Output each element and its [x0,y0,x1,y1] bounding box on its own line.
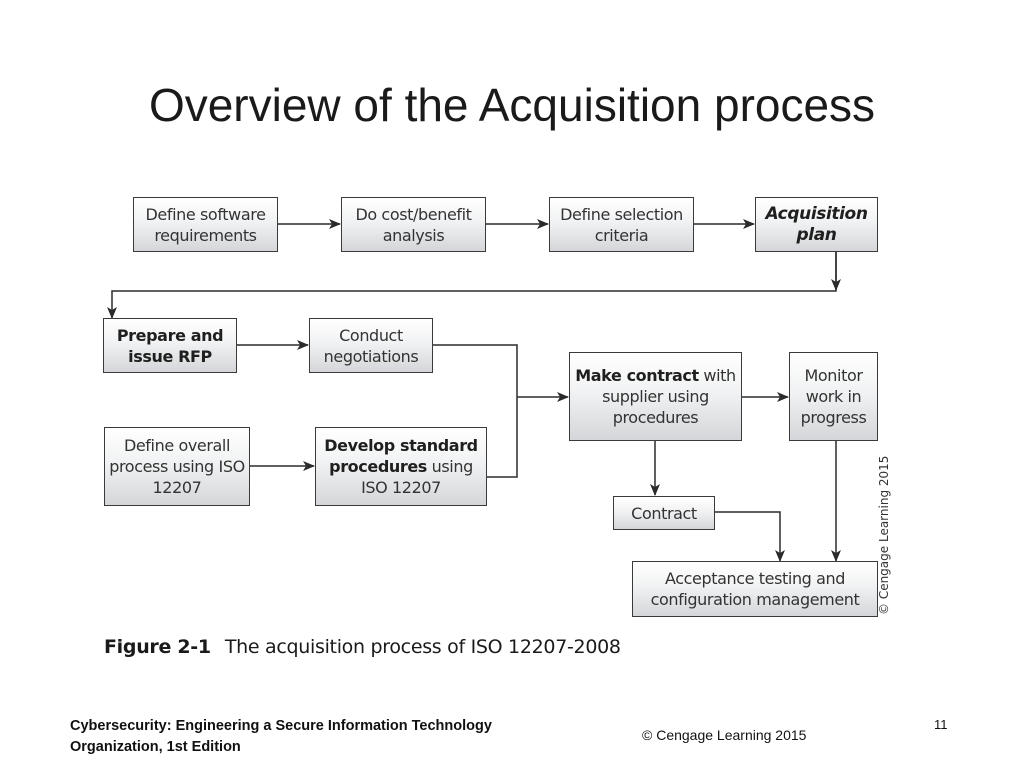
arrow-plan-to-rfp [107,252,837,319]
vertical-copyright: © Cengage Learning 2015 [877,455,891,615]
figure-caption: Figure 2-1 The acquisition process of ISO… [104,636,621,658]
figure-number: Figure 2-1 [104,636,211,658]
arrow-contract-to-acceptance [715,511,785,562]
page-number: 11 [934,717,948,732]
footer-book-title: Cybersecurity: Engineering a Secure Info… [70,718,492,755]
footer-copyright: © Cengage Learning 2015 [642,727,807,743]
slide-title: Overview of the Acquisition process [148,79,876,131]
line-negotiations-to-merge [433,344,518,397]
figure-caption-text: The acquisition process of ISO 12207-200… [224,636,621,658]
box-contract: Contract [613,496,715,530]
line-procedures-to-merge [487,397,518,478]
